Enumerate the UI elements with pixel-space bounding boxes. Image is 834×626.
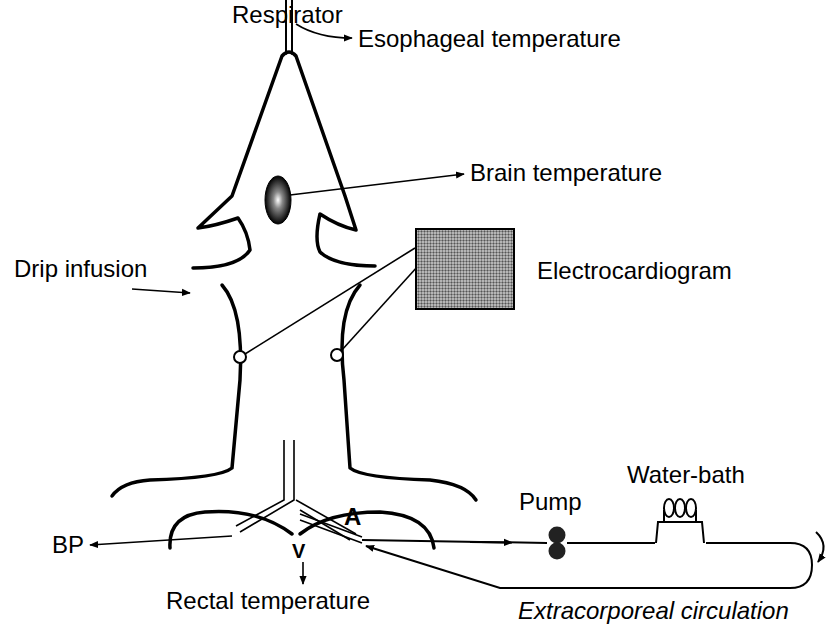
- brain-temp-label: Brain temperature: [470, 160, 662, 186]
- rectal-temp-label: Rectal temperature: [166, 588, 370, 614]
- pump-symbol-label: Pump: [519, 489, 582, 515]
- pump-symbol: Pump: [547, 525, 567, 561]
- respirator-label: Respirator: [232, 2, 343, 28]
- artery-label: A: [344, 504, 361, 530]
- water-bath-symbol: Water-bath: [655, 496, 705, 545]
- ecg-monitor-label: Electrocardiogram: [537, 258, 732, 284]
- water-bath-symbol-art: [655, 496, 705, 545]
- vein-label: V: [292, 540, 305, 562]
- esophageal-temp-label: Esophageal temperature: [358, 26, 621, 52]
- circulation-label: Extracorporeal circulation: [518, 598, 789, 624]
- pump-symbol-art: [547, 525, 567, 561]
- drip-infusion-label: Drip infusion: [14, 256, 147, 282]
- ecg-monitor: Electrocardiogram: [415, 228, 515, 310]
- water-bath-symbol-label: Water-bath: [627, 462, 745, 488]
- bp-label: BP: [52, 532, 84, 558]
- tubing-connector: [567, 542, 655, 544]
